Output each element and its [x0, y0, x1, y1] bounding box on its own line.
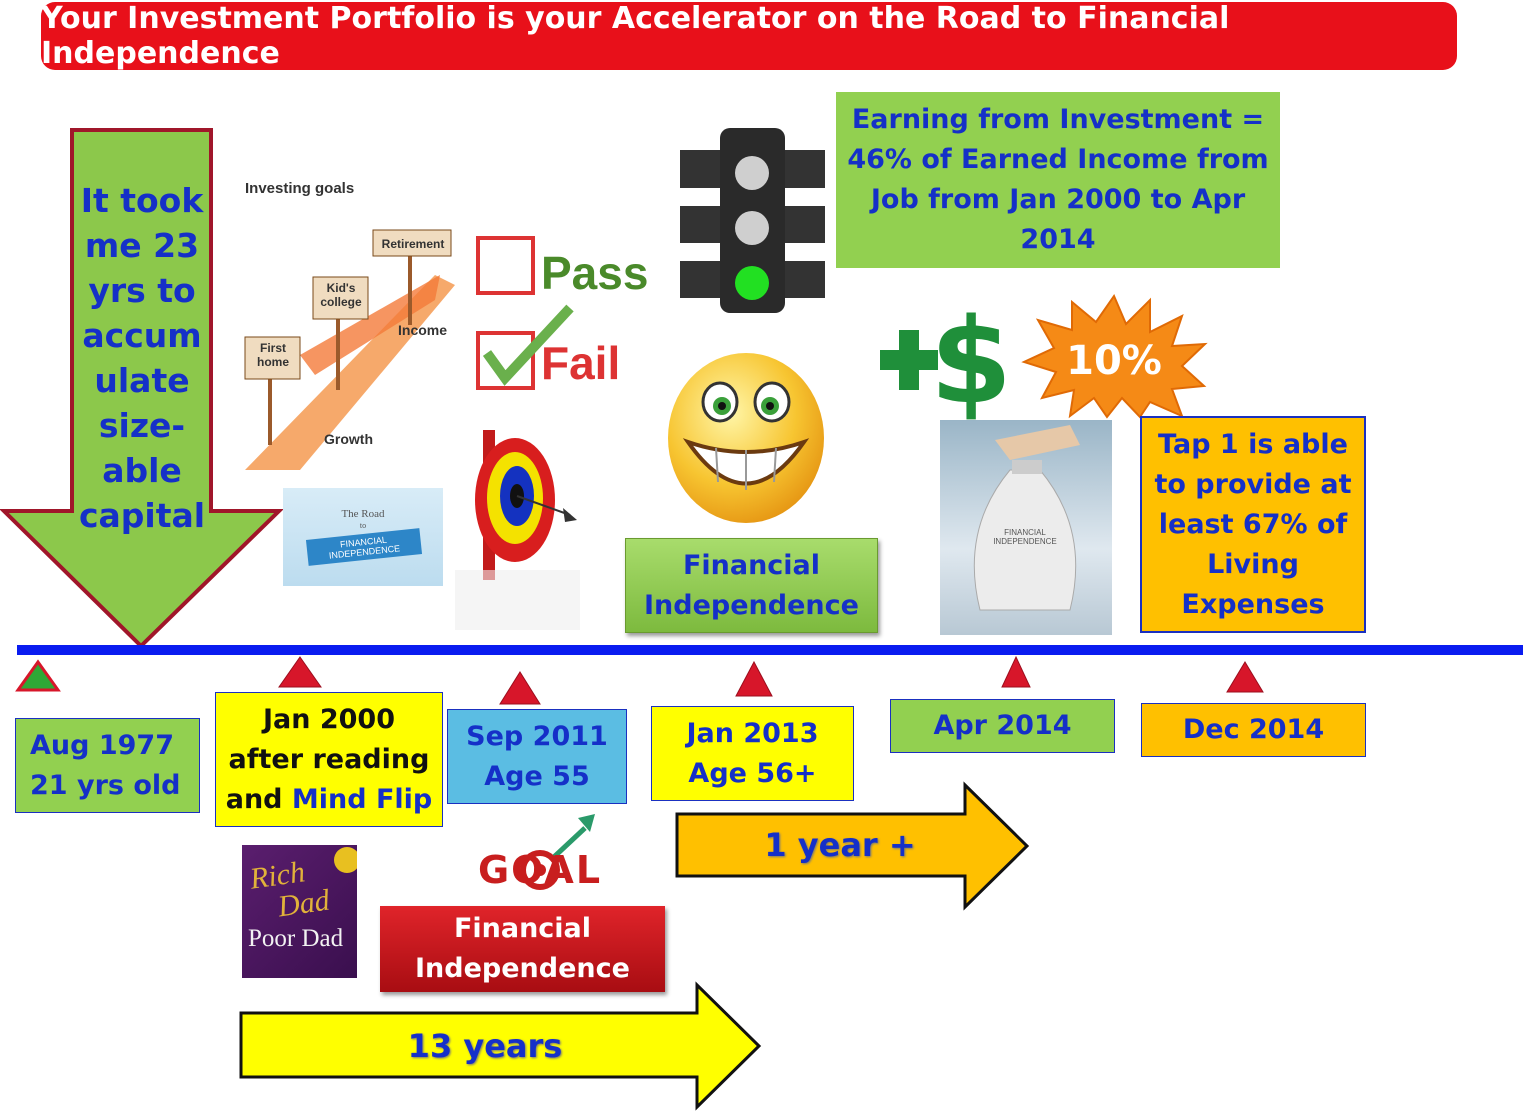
- fi-green-line: Independence: [644, 589, 859, 621]
- aug1977-line1: Aug 1977: [30, 729, 174, 761]
- road-sign-line3: FINANCIAL INDEPENDENCE: [305, 528, 423, 566]
- sign-retirement: Retirement: [381, 237, 445, 251]
- road-to-fi-sign: The Road to FINANCIAL INDEPENDENCE: [283, 488, 443, 586]
- jan2000-line1: Jan 2000: [262, 703, 396, 735]
- box-dec2014: Dec 2014: [1141, 703, 1366, 757]
- badge-text: 10%: [1066, 338, 1162, 384]
- smiley-icon: [668, 353, 824, 523]
- book-bestseller-badge: [334, 847, 357, 873]
- pass-label: Pass: [541, 247, 649, 299]
- tap-line: Tap 1 is able: [1158, 428, 1348, 460]
- jan2000-line3: and Mind Flip: [226, 780, 433, 820]
- arrow-text-line: me 23: [84, 226, 200, 265]
- box-sep2011: Sep 2011 Age 55: [447, 709, 627, 804]
- dec2014-text: Dec 2014: [1182, 714, 1325, 746]
- fi-red-label: Financial Independence: [380, 906, 665, 992]
- jan2013-line2: Age 56+: [688, 757, 817, 789]
- box-jan2000: Jan 2000 after reading and Mind Flip: [215, 692, 443, 827]
- book-title-dad: Dad: [275, 883, 332, 924]
- fi-green-label: Financial Independence: [625, 538, 878, 633]
- tap-line: Living: [1207, 548, 1299, 580]
- earning-box: Earning from Investment = 46% of Earned …: [836, 92, 1280, 268]
- label-income: Income: [398, 322, 448, 338]
- ten-percent-badge: 10%: [1021, 293, 1208, 419]
- investing-goals-title: Investing goals: [245, 180, 355, 197]
- thirteen-years-label: 13 years: [407, 1027, 563, 1065]
- title-text: Your Investment Portfolio is your Accele…: [41, 1, 1230, 71]
- sign-kids-college: Kid's college: [320, 281, 362, 309]
- road-sign-line1: The Road: [341, 508, 385, 520]
- marker-sep2011-icon: [499, 671, 541, 705]
- arrow-text-line: capital: [78, 496, 206, 535]
- marker-apr2014-icon: [1001, 655, 1031, 688]
- money-bag-icon: [973, 425, 1080, 611]
- fi-red-line: Financial: [453, 913, 592, 944]
- growth-road-graphic: [244, 229, 455, 470]
- arrow-text-line: ulate: [94, 361, 190, 400]
- sep2011-line1: Sep 2011: [466, 720, 608, 752]
- arrow-text-line: size-: [98, 406, 186, 445]
- marker-jan2013-icon: [735, 660, 773, 697]
- money-bag-text: FINANCIAL INDEPENDENCE: [993, 528, 1057, 546]
- checkbox-icon: [476, 236, 574, 390]
- investing-goals-image: Investing goals First home Kid's college…: [240, 175, 460, 475]
- jan2013-line1: Jan 2013: [686, 717, 819, 749]
- thirteen-years-arrow: [239, 981, 762, 1111]
- sep2011-line2: Age 55: [484, 760, 590, 792]
- jan2000-line2: after reading: [228, 743, 430, 775]
- earning-line: 46% of Earned Income from: [847, 144, 1269, 175]
- earning-line: 2014: [1020, 224, 1096, 255]
- fail-label: Fail: [541, 337, 621, 389]
- one-year-label: 1 year +: [764, 826, 916, 864]
- arrow-text-line: able: [102, 451, 182, 490]
- box-apr2014: Apr 2014: [890, 699, 1115, 753]
- rich-dad-book-image: Rich Dad Poor Dad: [242, 845, 357, 978]
- arrow-text-line: accum: [82, 316, 202, 355]
- box-aug1977: Aug 1977 21 yrs old: [15, 718, 200, 813]
- tap-line: Expenses: [1181, 588, 1325, 620]
- arrow-text-line: It took: [80, 181, 204, 220]
- goal-text: GOAL: [477, 848, 603, 892]
- tap-line: to provide at: [1154, 468, 1352, 500]
- earning-line: Earning from Investment =: [851, 104, 1265, 135]
- traffic-light-icon: [680, 128, 825, 313]
- down-arrow-text: It took me 23 yrs to accum ulate size- a…: [78, 178, 206, 538]
- title-banner: Your Investment Portfolio is your Accele…: [41, 1, 1457, 71]
- book-title-poor-dad: Poor Dad: [248, 925, 344, 952]
- timeline-line: [17, 645, 1523, 655]
- label-growth: Growth: [324, 431, 373, 447]
- svg-text:$: $: [930, 292, 1012, 430]
- marker-jan2000-icon: [278, 656, 322, 688]
- goal-image: GOAL: [470, 810, 610, 905]
- sign-first-home: First home: [256, 341, 289, 369]
- down-arrow-shape: [0, 128, 284, 649]
- plus-dollar-icon: $: [880, 292, 1012, 430]
- road-sign-line2: to: [359, 521, 367, 530]
- marker-dec2014-icon: [1226, 661, 1264, 693]
- jan2000-prefix: and: [225, 783, 292, 815]
- arrow-text-line: yrs to: [88, 271, 196, 310]
- target-icon: [455, 430, 580, 630]
- aug1977-line2: 21 yrs old: [30, 769, 181, 801]
- apr2014-text: Apr 2014: [933, 710, 1072, 742]
- box-jan2013: Jan 2013 Age 56+: [651, 706, 854, 801]
- goal-dart-icon: [520, 814, 595, 890]
- earning-line: Job from Jan 2000 to Apr: [870, 184, 1246, 215]
- tap-box: Tap 1 is able to provide at least 67% of…: [1140, 416, 1366, 633]
- pass-fail-image: Pass Fail: [475, 228, 649, 398]
- fi-red-line: Independence: [415, 953, 630, 984]
- tap-line: least 67% of: [1158, 508, 1348, 540]
- marker-start-icon: [15, 659, 61, 692]
- one-year-arrow: [675, 781, 1030, 911]
- money-bag-image: FINANCIAL INDEPENDENCE: [940, 420, 1112, 635]
- mind-flip-text: Mind Flip: [291, 783, 433, 815]
- fi-green-line: Financial: [682, 549, 821, 581]
